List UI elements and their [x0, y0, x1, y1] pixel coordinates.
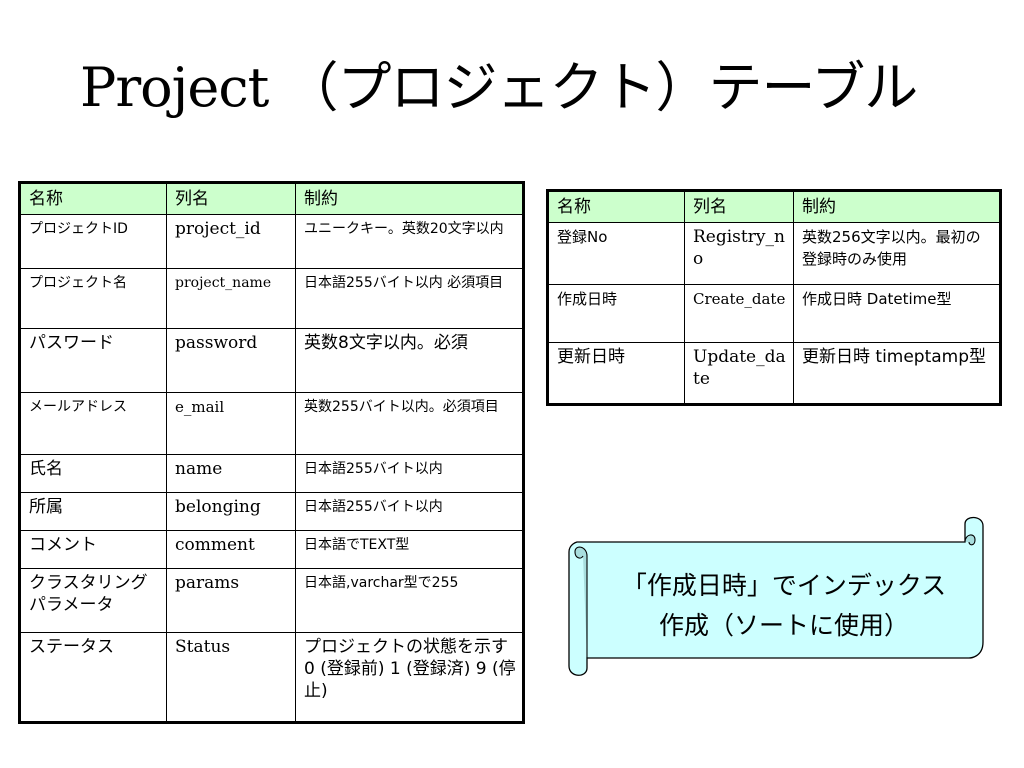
cell-column: belonging [166, 492, 296, 531]
scroll-top-curl [964, 534, 976, 546]
cell-constraint: 日本語255バイト以内 [295, 492, 524, 531]
cell-name: 氏名 [19, 454, 167, 493]
table-row: ステータス Status プロジェクトの状態を示す 0 (登録前) 1 (登録済… [19, 632, 524, 723]
cell-constraint: 英数255バイト以内。必須項目 [295, 392, 524, 455]
cell-constraint: 日本語255バイト以内 必須項目 [295, 268, 524, 329]
table-row: メールアドレス e_mail 英数255バイト以内。必須項目 [19, 392, 524, 455]
cell-name: 所属 [19, 492, 167, 531]
cell-constraint: 英数8文字以内。必須 [295, 328, 524, 393]
cell-name: メールアドレス [19, 392, 167, 455]
table-header-row: 名称 列名 制約 [19, 182, 524, 215]
column-header-column: 列名 [166, 182, 296, 215]
cell-constraint: 作成日時 Datetime型 [793, 284, 1001, 343]
cell-column: project_name [166, 268, 296, 329]
cell-column: e_mail [166, 392, 296, 455]
cell-name: クラスタリングパラメータ [19, 568, 167, 633]
table-row: 作成日時 Create_date 作成日時 Datetime型 [547, 284, 1001, 343]
table-row: プロジェクトID project_id ユニークキー。英数20文字以内 [19, 214, 524, 269]
table-row: パスワード password 英数8文字以内。必須 [19, 328, 524, 393]
cell-constraint: 更新日時 timeptamp型 [793, 342, 1001, 405]
cell-column: Status [166, 632, 296, 723]
cell-name: プロジェクト名 [19, 268, 167, 329]
cell-constraint: 日本語でTEXT型 [295, 530, 524, 569]
note-line-1: 「作成日時」でインデックス [621, 571, 947, 600]
cell-column: Create_date [684, 284, 794, 343]
column-header-constraint: 制約 [793, 190, 1001, 223]
table-row: 氏名 name 日本語255バイト以内 [19, 454, 524, 493]
cell-column: project_id [166, 214, 296, 269]
cell-column: params [166, 568, 296, 633]
cell-constraint: プロジェクトの状態を示す 0 (登録前) 1 (登録済) 9 (停止) [295, 632, 524, 723]
cell-column: password [166, 328, 296, 393]
table-header-row: 名称 列名 制約 [547, 190, 1001, 223]
cell-column: name [166, 454, 296, 493]
cell-name: 登録No [547, 222, 685, 285]
note-line-2: 作成（ソートに使用） [658, 611, 909, 640]
table-row: 登録No Registry_no 英数256文字以内。最初の登録時のみ使用 [547, 222, 1001, 285]
table-row: プロジェクト名 project_name 日本語255バイト以内 必須項目 [19, 268, 524, 329]
cell-constraint: 日本語,varchar型で255 [295, 568, 524, 633]
cell-name: 作成日時 [547, 284, 685, 343]
cell-constraint: 日本語255バイト以内 [295, 454, 524, 493]
scroll-left-curl [574, 546, 588, 658]
table-row: クラスタリングパラメータ params 日本語,varchar型で255 [19, 568, 524, 633]
project-table: 名称 列名 制約 プロジェクトID project_id ユニークキー。英数20… [18, 181, 525, 724]
cell-constraint: ユニークキー。英数20文字以内 [295, 214, 524, 269]
cell-constraint: 英数256文字以内。最初の登録時のみ使用 [793, 222, 1001, 285]
timestamp-table: 名称 列名 制約 登録No Registry_no 英数256文字以内。最初の登… [546, 189, 1002, 406]
cell-name: コメント [19, 530, 167, 569]
table-row: 更新日時 Update_date 更新日時 timeptamp型 [547, 342, 1001, 405]
cell-name: パスワード [19, 328, 167, 393]
column-header-name: 名称 [547, 190, 685, 223]
cell-column: Registry_no [684, 222, 794, 285]
table-row: 所属 belonging 日本語255バイト以内 [19, 492, 524, 531]
scroll-callout [568, 516, 984, 676]
cell-column: Update_date [684, 342, 794, 405]
table-row: コメント comment 日本語でTEXT型 [19, 530, 524, 569]
cell-column: comment [166, 530, 296, 569]
cell-name: 更新日時 [547, 342, 685, 405]
column-header-column: 列名 [684, 190, 794, 223]
cell-name: プロジェクトID [19, 214, 167, 269]
scroll-note: 「作成日時」でインデックス 作成（ソートに使用） [585, 566, 983, 646]
cell-name: ステータス [19, 632, 167, 723]
column-header-name: 名称 [19, 182, 167, 215]
column-header-constraint: 制約 [295, 182, 524, 215]
page-title: Project （プロジェクト）テーブル [80, 56, 918, 119]
scroll-body [568, 516, 984, 676]
